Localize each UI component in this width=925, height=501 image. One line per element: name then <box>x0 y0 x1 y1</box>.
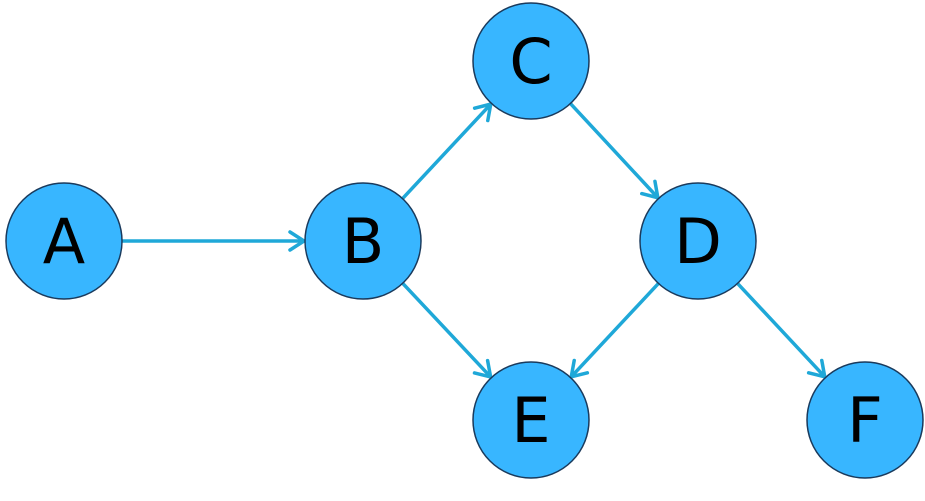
node-circle <box>304 182 422 300</box>
node-label: A <box>43 205 85 278</box>
edges-layer <box>120 101 827 379</box>
edge-line <box>400 281 493 379</box>
nodes-layer: A B C D E F <box>5 2 924 479</box>
node-circle <box>472 2 590 120</box>
edge-line <box>735 281 827 379</box>
arrow-head-icon <box>569 358 590 379</box>
node-circle <box>806 361 924 479</box>
node-d: D <box>639 182 757 300</box>
edge-b-c <box>400 102 493 201</box>
edge-line <box>400 102 493 201</box>
node-label: F <box>847 384 883 457</box>
node-circle <box>472 361 590 479</box>
node-b: B <box>304 182 422 300</box>
arrow-head-icon <box>288 230 306 252</box>
node-e: E <box>472 361 590 479</box>
edge-line <box>568 101 660 200</box>
arrow-head-icon <box>472 102 493 123</box>
node-circle <box>5 182 123 300</box>
edge-c-d <box>568 101 660 200</box>
edge-d-e <box>569 281 661 379</box>
node-label: E <box>511 384 550 457</box>
edge-b-e <box>400 281 493 379</box>
edge-a-b <box>120 230 306 252</box>
node-label: D <box>674 205 722 278</box>
node-f: F <box>806 361 924 479</box>
node-label: B <box>342 205 385 278</box>
edge-line <box>569 281 661 379</box>
node-circle <box>639 182 757 300</box>
edge-d-f <box>735 281 827 379</box>
node-c: C <box>472 2 590 120</box>
arrow-head-icon <box>806 358 827 379</box>
arrow-head-icon <box>472 358 493 379</box>
arrow-head-icon <box>640 179 660 200</box>
node-a: A <box>5 182 123 300</box>
node-label: C <box>509 25 552 98</box>
